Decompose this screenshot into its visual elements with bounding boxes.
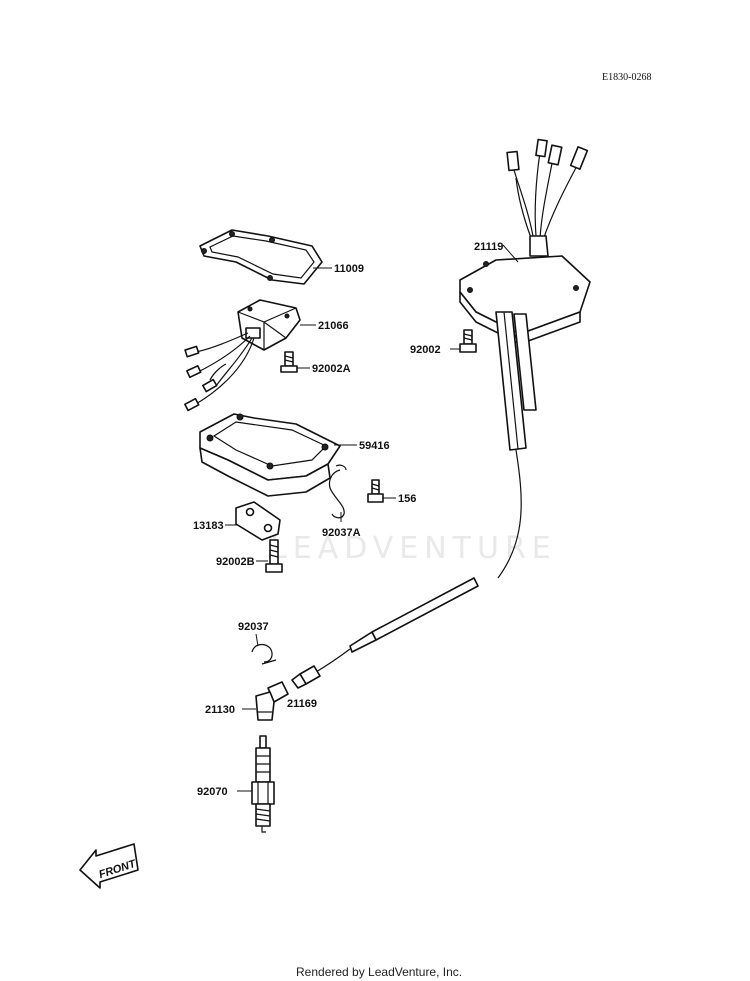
label-92070[interactable]: 92070 [197,786,228,798]
clip-92037[interactable] [251,643,277,665]
plug-cap-21130[interactable] [255,681,289,721]
label-11009[interactable]: 11009 [334,263,364,275]
cap-21169[interactable] [291,665,321,689]
plate-13183[interactable] [235,501,281,541]
connector-21066-c [202,378,218,393]
label-21119[interactable]: 21119 [474,241,503,253]
bolt-92002A[interactable] [280,351,298,373]
label-156[interactable]: 156 [398,493,416,505]
label-21130[interactable]: 21130 [205,704,235,716]
cdi-unit-21119[interactable] [459,138,591,451]
label-92037A[interactable]: 92037A [322,527,361,539]
label-13183[interactable]: 13183 [193,520,224,532]
bolt-92002B[interactable] [265,539,283,573]
footer-credit: Rendered by LeadVenture, Inc. [296,965,462,979]
bracket-59416[interactable] [199,413,341,497]
label-92002A[interactable]: 92002A [312,363,351,375]
gasket-11009[interactable] [199,229,323,285]
spark-plug-92070[interactable] [251,735,275,833]
module-21066[interactable] [195,299,301,405]
connector-21066-b [186,365,202,379]
front-arrow-icon [79,843,139,889]
leader-92037 [255,633,259,647]
ignition-cable[interactable] [315,449,522,673]
clamp-92037A[interactable] [328,464,347,519]
watermark-text: LEADVENTURE [270,531,557,566]
label-92037[interactable]: 92037 [238,621,269,633]
label-92002B[interactable]: 92002B [216,556,255,568]
diagram-code: E1830-0268 [602,72,651,83]
bolt-156[interactable] [367,479,384,503]
label-21169[interactable]: 21169 [287,698,317,710]
label-59416[interactable]: 59416 [359,440,390,452]
leader-21119 [502,244,519,263]
connector-21066-a [184,345,200,358]
label-21066[interactable]: 21066 [318,320,349,332]
connector-21066-d [184,397,200,412]
label-92002[interactable]: 92002 [410,344,441,356]
bolt-92002[interactable] [459,329,477,353]
